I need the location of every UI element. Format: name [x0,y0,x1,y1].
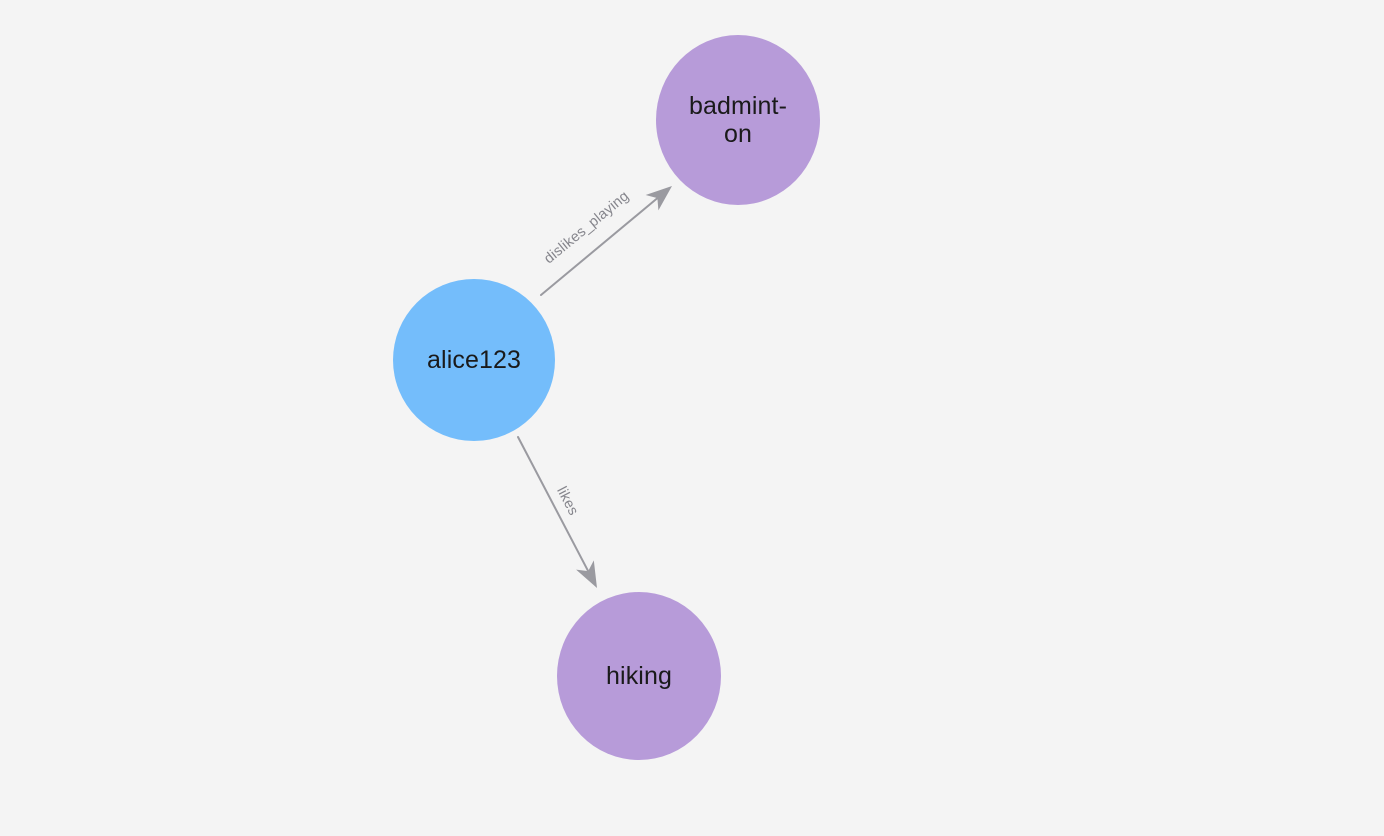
graph-node-badminton[interactable]: badmint- on [656,35,820,205]
edge-dislikes-playing-label: dislikes_playing [541,188,632,267]
node-label: alice123 [427,346,521,374]
graph-node-alice123[interactable]: alice123 [393,279,555,441]
edge-likes-line [517,436,590,573]
edge-dislikes-playing-line [540,197,659,296]
edge-likes-arrowhead-icon [576,560,597,588]
node-label: hiking [606,662,672,690]
edge-dislikes-playing-arrowhead-icon [645,186,672,211]
graph-node-hiking[interactable]: hiking [557,592,721,760]
node-label: badmint- on [688,92,788,148]
